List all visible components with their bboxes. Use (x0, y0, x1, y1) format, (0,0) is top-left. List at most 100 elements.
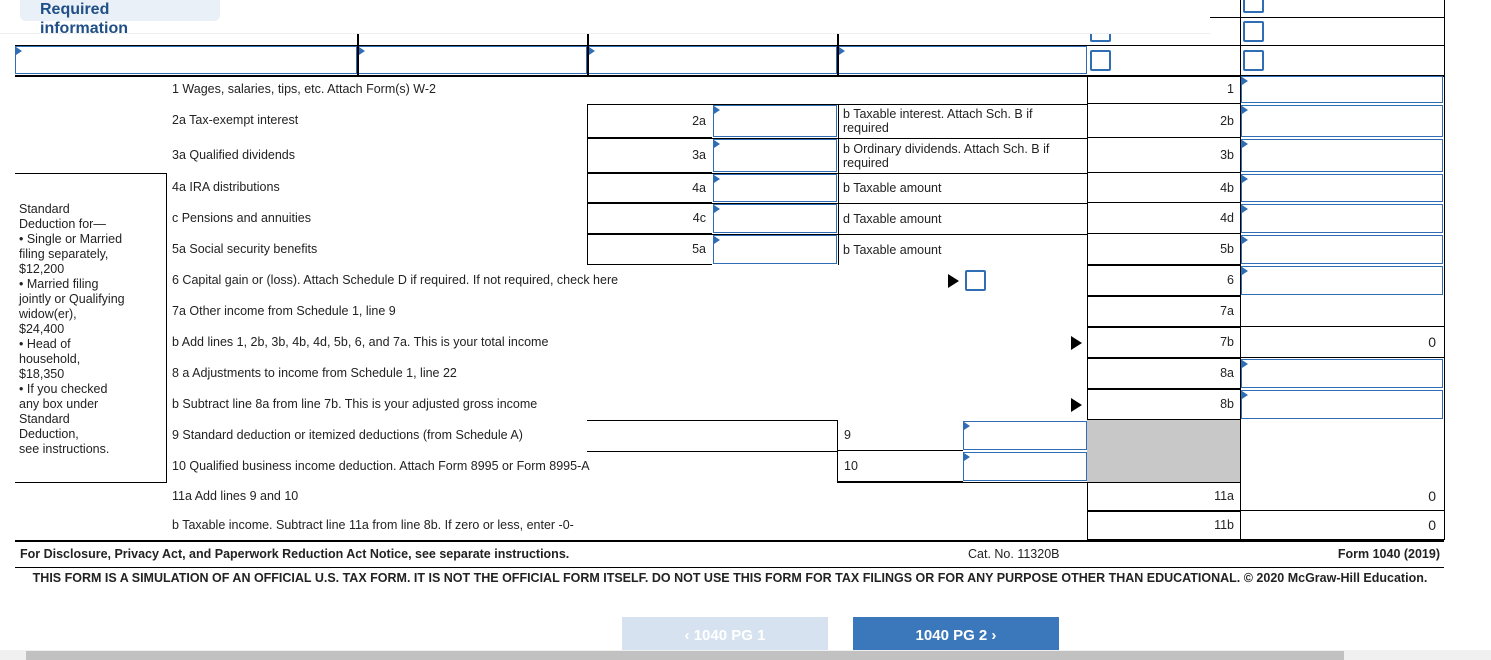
line-code: 3a (587, 138, 712, 173)
arrow-icon (1071, 397, 1082, 412)
divider (1444, 0, 1445, 540)
amount-input[interactable] (1241, 266, 1443, 295)
sidebar-line: • Head of (19, 337, 71, 351)
divider (357, 24, 359, 75)
line-label: 3a Qualified dividends (172, 147, 295, 162)
line-b-label: b Ordinary dividends. Attach Sch. B if r… (838, 138, 1068, 173)
arrow-icon (1071, 335, 1082, 350)
line-label: c Pensions and annuities (172, 210, 311, 225)
checkbox[interactable] (1243, 21, 1264, 42)
required-information-tab[interactable]: Required information (20, 0, 220, 37)
line-code: 9 (837, 420, 963, 451)
sidebar-line: • Married filing (19, 277, 99, 291)
amount-input[interactable] (713, 174, 837, 202)
sidebar-line: $24,400 (19, 322, 65, 336)
amount-value: 0 (1241, 511, 1444, 540)
sidebar-line: any box under (19, 397, 99, 411)
divider (587, 420, 837, 421)
divider (837, 482, 1087, 483)
header-overlay (0, 24, 1210, 34)
line-code: 8a (1087, 358, 1240, 389)
divider (1087, 389, 1240, 390)
divider (1087, 511, 1240, 512)
line-label: 4a IRA distributions (172, 180, 280, 194)
amount-input[interactable] (963, 452, 1087, 481)
line-label: 11a Add lines 9 and 10 (172, 488, 299, 503)
sidebar-line: $12,200 (19, 262, 65, 276)
sidebar-line: Standard (19, 412, 70, 426)
prev-page-button[interactable]: ‹ 1040 PG 1 (622, 617, 828, 652)
amount-input[interactable] (1241, 105, 1443, 137)
line-code: 8b (1087, 389, 1240, 420)
line-label: 7a Other income from Schedule 1, line 9 (172, 303, 396, 318)
amount-input[interactable] (963, 421, 1087, 450)
line-label: b Taxable income. Subtract line 11a from… (172, 517, 574, 532)
sidebar-line: • Single or Married (19, 232, 123, 246)
line-code: 5b (1087, 234, 1240, 265)
cat-number: Cat. No. 11320B (968, 547, 1060, 561)
dependent-input[interactable] (838, 46, 1087, 74)
amount-input[interactable] (1241, 235, 1443, 264)
dependent-name-input[interactable] (15, 46, 357, 74)
divider (1087, 265, 1240, 266)
sidebar-line: see instructions. (19, 442, 110, 456)
line-label: 10 Qualified business income deduction. … (172, 458, 590, 473)
checkbox[interactable] (1243, 50, 1264, 71)
sidebar-line: widow(er), (19, 307, 77, 321)
line-code: 4c (587, 203, 712, 234)
amount-value: 0 (1241, 327, 1444, 358)
line-b-label: b Taxable amount (838, 234, 1068, 265)
amount-input[interactable] (1241, 76, 1443, 103)
divider (1240, 0, 1241, 540)
divider (1087, 358, 1240, 359)
checkbox[interactable] (1090, 50, 1111, 71)
sidebar-line: jointly or Qualifying (19, 292, 125, 306)
amount-input[interactable] (713, 139, 837, 172)
dependent-ssn-input[interactable] (358, 46, 587, 74)
divider (587, 203, 1087, 204)
check-here-checkbox[interactable] (965, 269, 986, 291)
line-code: 11a (1087, 482, 1240, 511)
divider (1210, 17, 1444, 18)
amount-input[interactable] (713, 235, 837, 264)
line-code: 1 (1087, 75, 1240, 104)
divider (587, 173, 1087, 174)
next-page-button[interactable]: 1040 PG 2 › (853, 617, 1059, 652)
amount-value: 0 (1241, 482, 1444, 511)
privacy-notice: For Disclosure, Privacy Act, and Paperwo… (20, 547, 570, 561)
checkbox[interactable] (1243, 0, 1264, 13)
line-label: b Add lines 1, 2b, 3b, 4b, 4d, 5b, 6, an… (172, 334, 549, 349)
line-code: 5a (587, 234, 712, 265)
dependent-relationship-input[interactable] (588, 46, 837, 74)
divider (1087, 296, 1240, 297)
divider (15, 540, 1444, 542)
line-code: 2b (1087, 104, 1240, 138)
line-b-label: d Taxable amount (838, 203, 1068, 234)
line-code: 10 (837, 451, 963, 482)
divider (15, 567, 1444, 568)
line-code: 4d (1087, 203, 1240, 234)
amount-input[interactable] (1241, 390, 1443, 419)
arrow-icon (948, 273, 959, 288)
line-code: 11b (1087, 511, 1240, 540)
line-code: 4b (1087, 173, 1240, 203)
line-b-label: b Taxable amount (838, 173, 1068, 203)
amount-input[interactable] (713, 204, 837, 233)
sidebar-line: Deduction, (19, 427, 79, 441)
amount-input[interactable] (1241, 139, 1443, 172)
shaded-cell (1087, 420, 1240, 451)
line-code: 2a (587, 104, 712, 138)
divider (1087, 75, 1240, 76)
sidebar-line: • If you checked (19, 382, 108, 396)
amount-value (1241, 296, 1444, 327)
line-label: 2a Tax-exempt interest (172, 113, 299, 127)
amount-input[interactable] (1241, 359, 1443, 388)
amount-input[interactable] (1241, 204, 1443, 233)
horizontal-scrollbar[interactable] (0, 650, 1491, 660)
amount-input[interactable] (1241, 174, 1443, 202)
form-id: Form 1040 (2019) (1337, 547, 1440, 561)
scrollbar-thumb[interactable] (26, 651, 1344, 660)
amount-input[interactable] (713, 105, 837, 137)
shaded-cell (1087, 451, 1240, 482)
